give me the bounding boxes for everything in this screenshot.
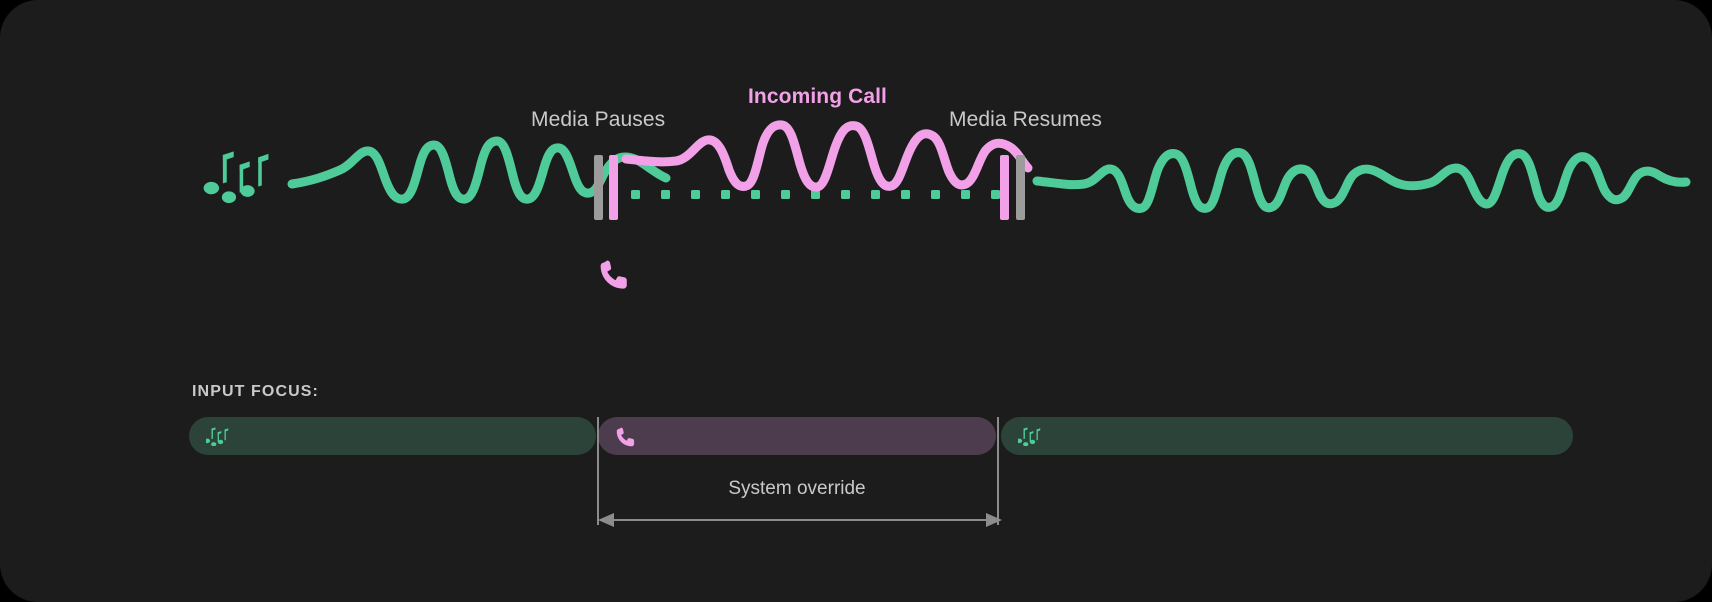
override-guide-line-left xyxy=(597,417,599,525)
pause-marker-gray-bar xyxy=(594,155,603,220)
pause-marker-pink-bar xyxy=(609,155,618,220)
label-incoming-call: Incoming Call xyxy=(748,85,887,108)
input-focus-title: INPUT FOCUS: xyxy=(192,383,319,400)
input-focus-track-call[interactable] xyxy=(598,417,996,455)
music-notes-icon xyxy=(204,426,230,447)
waveform-svg xyxy=(203,120,1691,289)
phone-handset-icon xyxy=(600,260,627,289)
paused-media-dotted-baseline xyxy=(631,190,1000,199)
system-override-span-arrow xyxy=(590,505,1010,535)
input-focus-track-media-before[interactable] xyxy=(189,417,596,455)
override-guide-line-right xyxy=(997,417,999,525)
music-notes-icon xyxy=(1016,426,1042,447)
music-notes-icon xyxy=(203,151,269,204)
waveform-media-after xyxy=(1032,148,1691,213)
system-override-label: System override xyxy=(728,478,866,499)
resume-marker-gray-bar xyxy=(1016,155,1025,220)
audio-timeline-stage: Media Pauses Incoming Call Media Resumes xyxy=(203,85,1691,289)
phone-handset-icon xyxy=(615,426,636,447)
resume-marker-pink-bar xyxy=(1000,155,1009,220)
label-media-resumes: Media Resumes xyxy=(949,108,1103,131)
waveform-incoming-call xyxy=(621,120,1033,192)
input-focus-track-media-after[interactable] xyxy=(1001,417,1573,455)
label-media-pauses: Media Pauses xyxy=(531,108,666,131)
